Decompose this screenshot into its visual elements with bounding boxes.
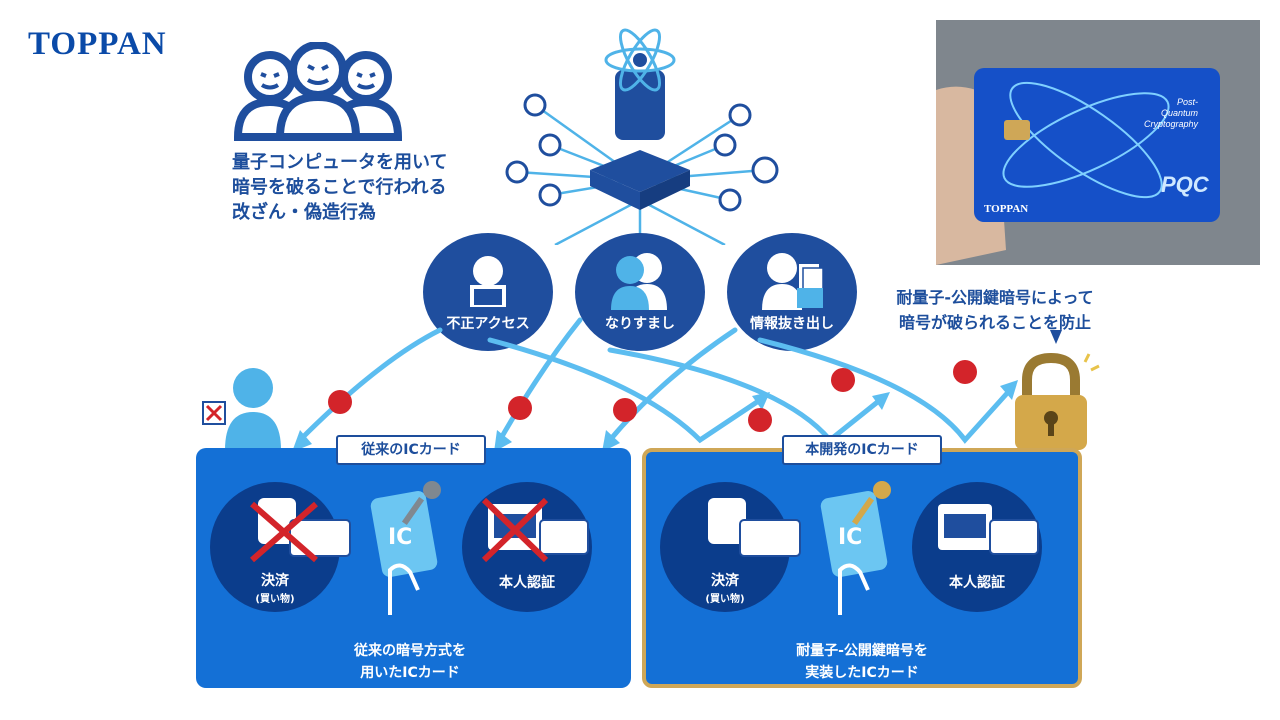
payment-card-icon — [708, 498, 801, 557]
hand-ic-card-key-icon: IC — [370, 481, 441, 615]
hacker-documents-icon — [762, 253, 824, 310]
hand-ic-card-gold-key-icon: IC — [820, 481, 891, 615]
identity-card-icon — [938, 504, 1039, 555]
padlock-icon — [1015, 352, 1100, 450]
pqc-card-photo: Post- Quantum Cryptography PQC TOPPAN — [936, 20, 1260, 265]
svg-text:PQC: PQC — [1161, 172, 1210, 197]
pqc-card-image: Post- Quantum Cryptography PQC TOPPAN — [936, 20, 1260, 265]
identity-circle-new: 本人認証 — [912, 482, 1042, 612]
identity-circle-conventional: 本人認証 — [462, 482, 592, 612]
threat-label: なりすまし — [605, 316, 675, 332]
hacker-laptop-icon — [470, 256, 506, 307]
svg-text:Quantum: Quantum — [1161, 108, 1199, 118]
panel-title-conventional: 従来のICカード — [336, 435, 486, 465]
identity-card-icon — [482, 498, 589, 563]
ic-text: IC — [838, 525, 862, 550]
threat-unauthorized-access: 不正アクセス — [423, 233, 553, 351]
identity-label: 本人認証 — [499, 575, 555, 591]
threat-label: 不正アクセス — [446, 316, 530, 332]
payment-card-icon — [250, 498, 351, 563]
svg-text:Post-: Post- — [1177, 97, 1198, 107]
ic-text: IC — [388, 525, 412, 550]
payment-label: 決済 — [711, 573, 739, 589]
payment-sublabel: (買い物) — [705, 594, 745, 605]
toppan-logo: TOPPAN — [28, 26, 167, 62]
attackers-description: 量子コンピュータを用いて 暗号を破ることで行われる 改ざん・偽造行為 — [232, 152, 448, 223]
ic-card-hand-conventional: IC — [370, 480, 441, 615]
impersonation-icon — [611, 253, 667, 310]
distressed-user-icon — [202, 368, 281, 450]
payment-circle-new: 決済 (買い物) — [660, 482, 801, 612]
payment-label: 決済 — [261, 573, 289, 589]
payment-sublabel: (買い物) — [255, 594, 295, 605]
threat-impersonation: なりすまし — [575, 233, 705, 351]
new-caption: 耐量子-公開鍵暗号を 実装したICカード — [796, 643, 928, 681]
conventional-caption: 従来の暗号方式を 用いたICカード — [354, 643, 466, 681]
svg-text:TOPPAN: TOPPAN — [984, 203, 1028, 215]
payment-circle-conventional: 決済 (買い物) — [210, 482, 351, 612]
panel-title-new: 本開発のICカード — [782, 435, 942, 465]
svg-text:Cryptography: Cryptography — [1144, 119, 1199, 129]
note-pointer — [1050, 330, 1062, 344]
threat-label: 情報抜き出し — [750, 316, 834, 332]
prevention-note: 耐量子-公開鍵暗号によって 暗号が破られることを防止 — [896, 288, 1094, 332]
attackers-icon — [233, 42, 403, 141]
threat-data-extraction: 情報抜き出し — [727, 233, 857, 351]
virus-icons — [328, 360, 977, 432]
ic-card-hand-new: IC — [820, 480, 891, 615]
quantum-computer-network — [505, 28, 779, 245]
identity-label: 本人認証 — [949, 575, 1005, 591]
